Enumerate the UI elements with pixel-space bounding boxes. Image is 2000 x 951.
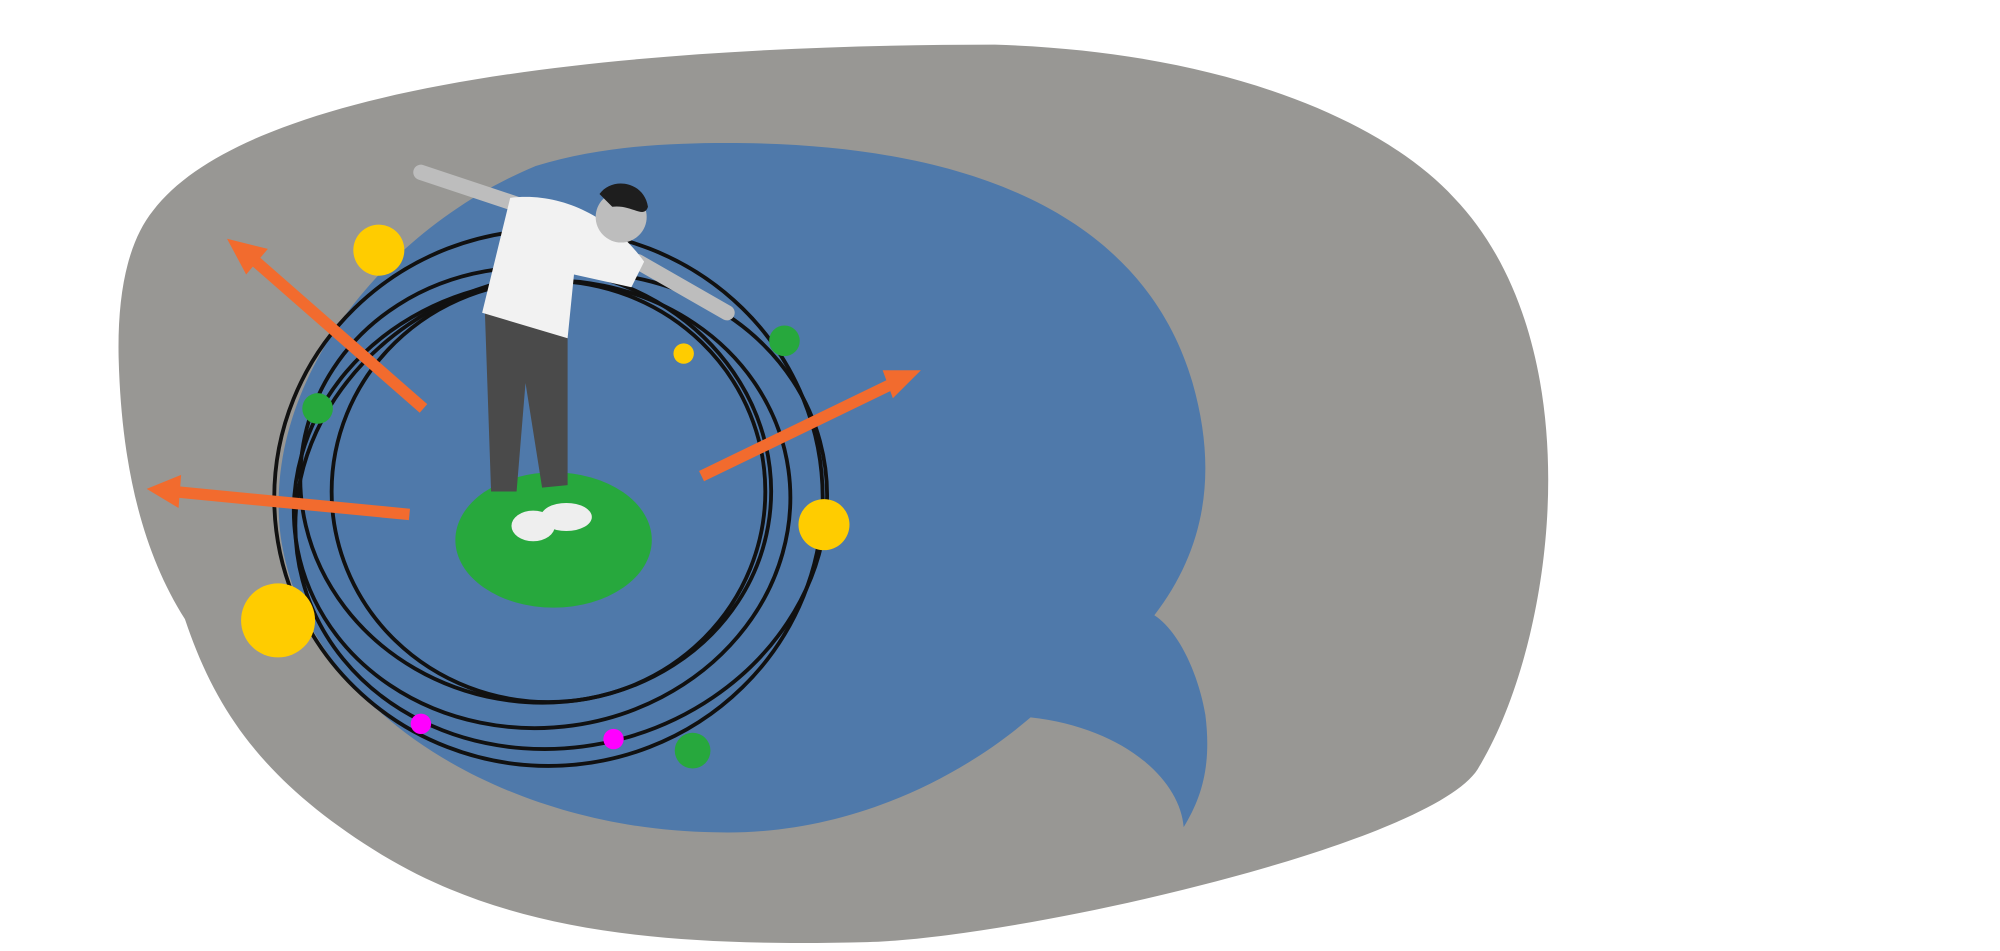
- pants: [484, 306, 568, 492]
- arrow-icon: [171, 485, 410, 521]
- arrow-icon: [699, 375, 902, 482]
- arms: [413, 164, 735, 321]
- hair: [599, 183, 648, 212]
- magenta-dot: [603, 728, 624, 750]
- green-dot: [302, 393, 333, 424]
- yellow-dot: [353, 224, 405, 276]
- green-platform: [455, 472, 652, 608]
- dots: [241, 224, 850, 769]
- magenta-dot: [410, 713, 432, 734]
- shoe-right: [540, 502, 592, 532]
- yellow-dot: [241, 583, 316, 658]
- yellow-dot: [798, 499, 850, 551]
- green-dot: [674, 732, 711, 769]
- person: [413, 164, 735, 542]
- green-dot: [769, 325, 800, 357]
- arrows: [146, 238, 921, 521]
- yellow-dot: [673, 343, 694, 364]
- arrow-icon: [244, 250, 428, 413]
